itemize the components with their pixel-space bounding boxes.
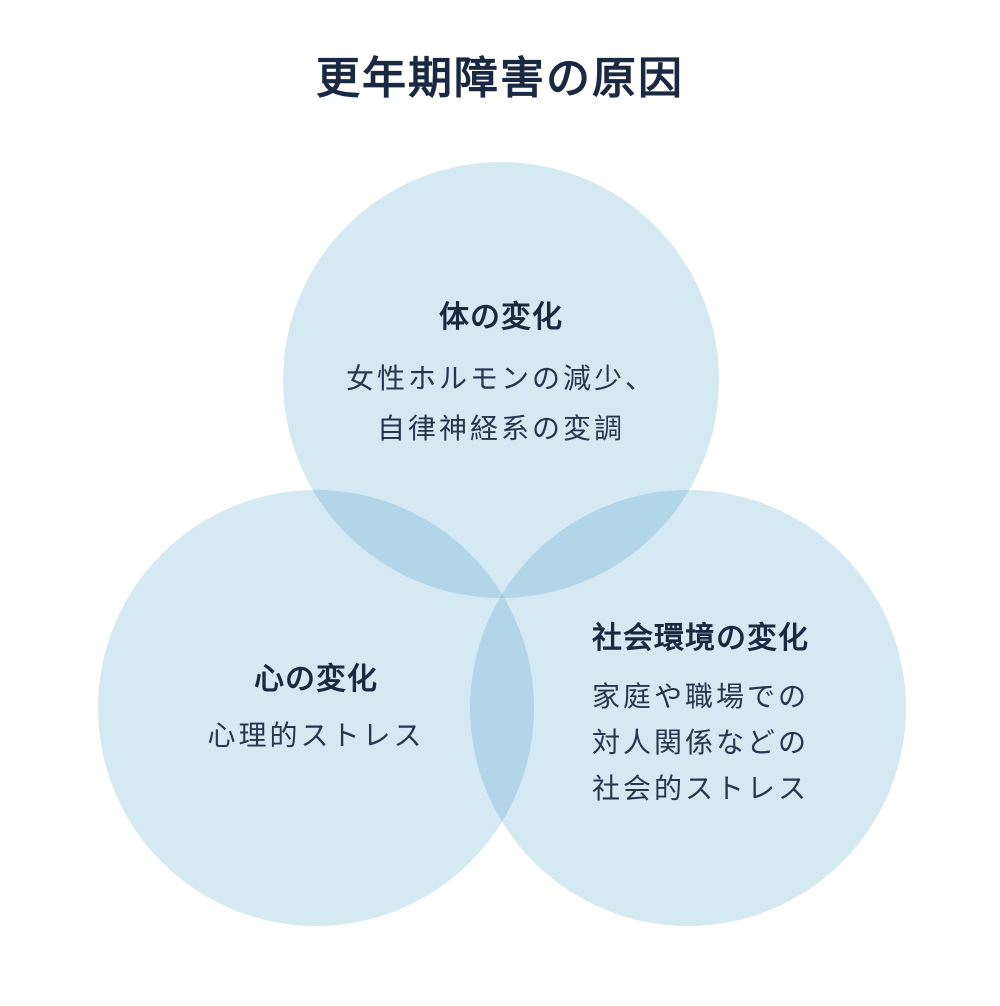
circle-mental-change: [98, 490, 534, 926]
social-change-heading: 社会環境の変化: [592, 622, 809, 655]
mental-change-line-1: 心理的ストレス: [207, 720, 425, 751]
physical-change-heading: 体の変化: [439, 301, 563, 334]
mental-change-heading: 心の変化: [254, 663, 378, 696]
circle-social-change: [470, 490, 906, 926]
label-social-change: 社会環境の変化 家庭や職場での 対人関係などの 社会的ストレス: [592, 620, 809, 812]
physical-change-line-2: 自律神経系の変調: [376, 413, 625, 444]
physical-change-description: 女性ホルモンの減少、 自律神経系の変調: [283, 354, 719, 454]
physical-change-line-1: 女性ホルモンの減少、: [345, 363, 656, 394]
social-change-line-1: 家庭や職場での: [592, 681, 810, 712]
label-mental-change: 心の変化 心理的ストレス: [98, 661, 534, 759]
mental-change-description: 心理的ストレス: [98, 713, 534, 759]
diagram-title: 更年期障害の原因: [316, 54, 684, 103]
social-change-description: 家庭や職場での 対人関係などの 社会的ストレス: [592, 674, 809, 812]
social-change-line-3: 社会的ストレス: [592, 773, 810, 804]
social-change-line-2: 対人関係などの: [592, 727, 810, 758]
label-physical-change: 体の変化 女性ホルモンの減少、 自律神経系の変調: [283, 299, 719, 454]
